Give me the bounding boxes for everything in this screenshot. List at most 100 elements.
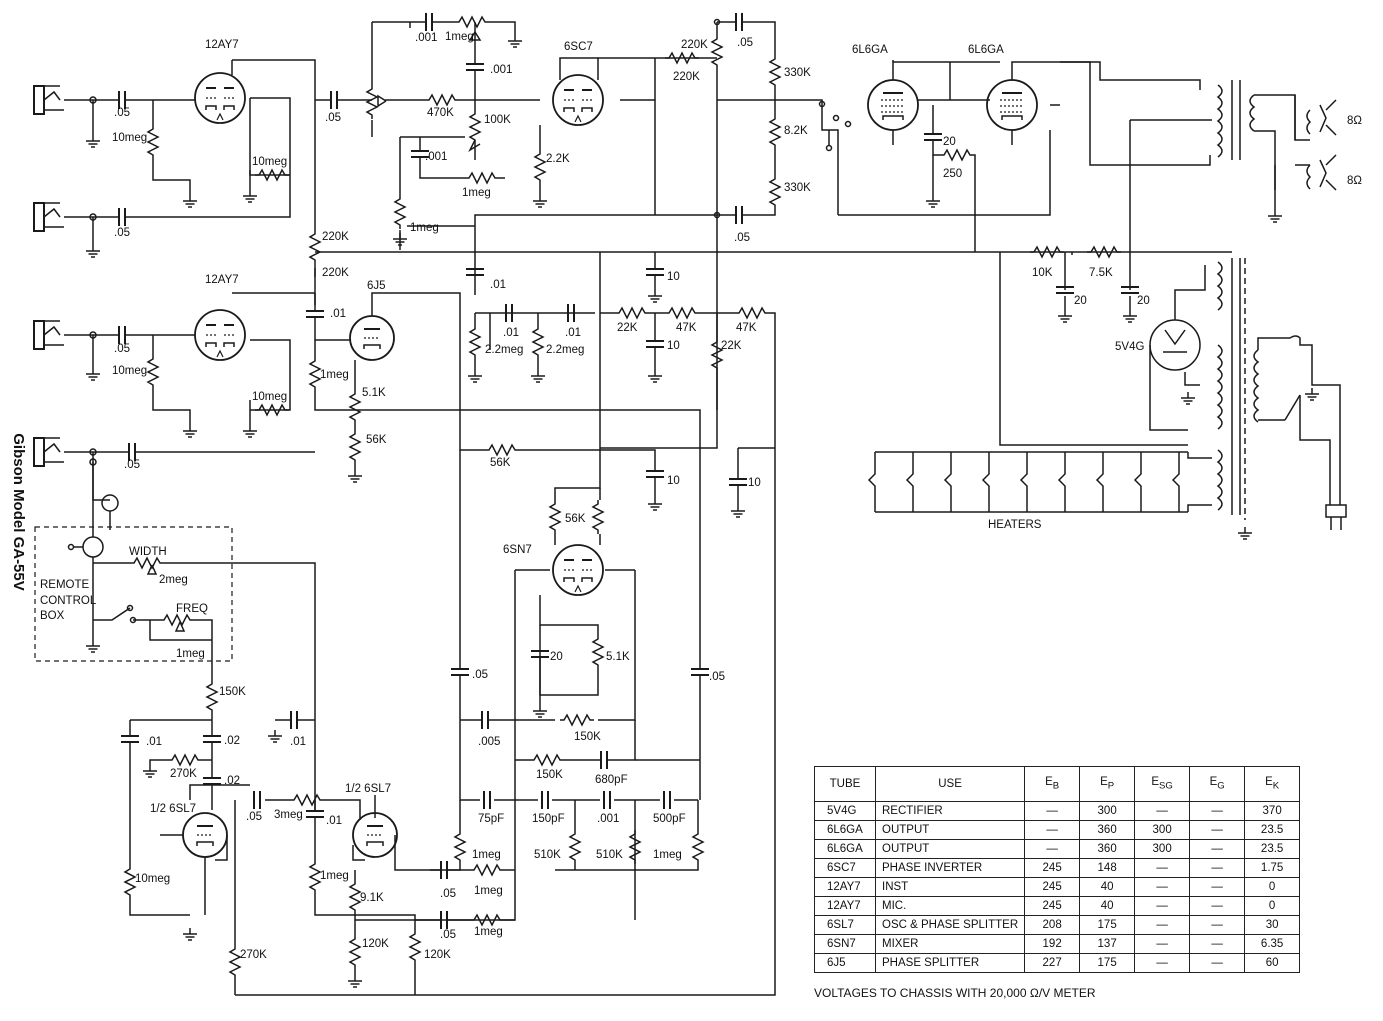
tube-6l6ga-1	[867, 79, 919, 131]
table-cell: MIC.	[874, 896, 1026, 916]
value-r22k-a: 22K	[617, 322, 638, 334]
table-cell: —	[1024, 801, 1081, 821]
value-c02b: .02	[224, 775, 240, 787]
value-r1meg-h: 1meg	[320, 870, 349, 882]
power-transformer	[1149, 258, 1347, 530]
header-eg-main: E	[1209, 776, 1218, 789]
tube-6l6ga-2	[986, 79, 1038, 131]
table-cell: 148	[1079, 858, 1136, 878]
table-cell: 6SC7	[814, 858, 876, 878]
value-c05a: .05	[114, 107, 130, 119]
table-cell: —	[1189, 953, 1246, 973]
value-c05j: .05	[246, 811, 262, 823]
value-c680: 680pF	[595, 774, 628, 786]
header-ep-sub: P	[1107, 780, 1115, 792]
table-cell: —	[1189, 915, 1246, 935]
header-ek: EK	[1244, 766, 1301, 802]
value-c05d: .05	[124, 459, 140, 471]
value-r10meg-a: 10meg	[112, 132, 147, 144]
tube-6sl7-b	[352, 812, 398, 858]
value-c10d: 10	[748, 477, 761, 489]
table-cell: 12AY7	[814, 896, 876, 916]
table-cell: 360	[1079, 839, 1136, 859]
header-esg-sub: SG	[1159, 780, 1173, 792]
table-cell: —	[1024, 820, 1081, 840]
value-r56k-a: 56K	[366, 434, 387, 446]
table-cell: 370	[1244, 801, 1301, 821]
table-cell: —	[1134, 877, 1191, 897]
input-jack-4[interactable]	[33, 437, 65, 467]
label-v3: 6SC7	[564, 41, 593, 53]
value-r510k-a: 510K	[534, 849, 561, 861]
value-r1meg-c: 1meg	[410, 222, 439, 234]
table-cell: 6SL7	[814, 915, 876, 935]
label-v7: 6L6GA	[852, 44, 888, 56]
label-v5: 6SN7	[503, 544, 532, 556]
value-r9k1: 9.1K	[360, 892, 384, 904]
value-r220k-c: 220K	[681, 39, 708, 51]
table-cell: 0	[1244, 896, 1301, 916]
table-cell: 40	[1079, 896, 1136, 916]
header-ep: EP	[1079, 766, 1136, 802]
table-cell: 23.5	[1244, 820, 1301, 840]
table-cell: 137	[1079, 934, 1136, 954]
table-cell: RECTIFIER	[874, 801, 1026, 821]
table-cell: 0	[1244, 877, 1301, 897]
input-jack-3[interactable]	[33, 320, 65, 350]
tube-12ay7-inst	[194, 72, 246, 124]
tube-6sc7	[552, 74, 604, 126]
table-cell: PHASE INVERTER	[874, 858, 1026, 878]
table-cell: 6.35	[1244, 934, 1301, 954]
table-cell: 60	[1244, 953, 1301, 973]
value-r5k1a: 5.1K	[362, 387, 386, 399]
table-cell: —	[1189, 839, 1246, 859]
table-cell: 227	[1024, 953, 1081, 973]
value-r1meg-i: 1meg	[474, 885, 503, 897]
tube-6sl7-a	[182, 812, 228, 858]
value-c05l: .05	[440, 929, 456, 941]
label-ohm8b: 8Ω	[1347, 175, 1362, 187]
header-eg-sub: G	[1217, 780, 1225, 792]
value-r47k-a: 47K	[676, 322, 697, 334]
table-cell: 300	[1079, 801, 1136, 821]
header-tube: TUBE	[814, 766, 876, 802]
value-c001c: .001	[425, 151, 447, 163]
table-cell: OSC & PHASE SPLITTER	[874, 915, 1026, 935]
value-c10b: 10	[667, 340, 680, 352]
input-jack-1[interactable]	[33, 85, 65, 115]
table-cell: PHASE SPLITTER	[874, 953, 1026, 973]
table-cell: 300	[1134, 820, 1191, 840]
value-c10c: 10	[667, 475, 680, 487]
table-cell: 245	[1024, 858, 1081, 878]
remote-control-box	[34, 526, 233, 662]
value-c02a: .02	[224, 735, 240, 747]
value-c01c: .01	[503, 327, 519, 339]
value-r5k1b: 5.1K	[606, 651, 630, 663]
value-r22meg-b: 2.2meg	[546, 344, 584, 356]
value-r10meg-c: 10meg	[112, 365, 147, 377]
table-cell: 5V4G	[814, 801, 876, 821]
value-c75: 75pF	[478, 813, 504, 825]
table-cell: 6SN7	[814, 934, 876, 954]
label-width: WIDTH	[129, 546, 167, 558]
table-cell: —	[1134, 858, 1191, 878]
table-cell: 6L6GA	[814, 839, 876, 859]
header-ek-sub: K	[1272, 780, 1280, 792]
value-c01d: .01	[565, 327, 581, 339]
label-v6b: 1/2 6SL7	[345, 783, 391, 795]
value-r150k-a: 150K	[574, 731, 601, 743]
value-r10meg-b: 10meg	[252, 156, 287, 168]
value-c01a: .01	[330, 308, 346, 320]
value-c01g: .01	[326, 815, 342, 827]
value-c01b: .01	[490, 279, 506, 291]
value-c05g: .05	[734, 232, 750, 244]
value-c05c: .05	[114, 343, 130, 355]
label-v4: 6J5	[367, 280, 386, 292]
input-jack-2[interactable]	[33, 202, 65, 232]
value-r8k2: 8.2K	[784, 125, 808, 137]
